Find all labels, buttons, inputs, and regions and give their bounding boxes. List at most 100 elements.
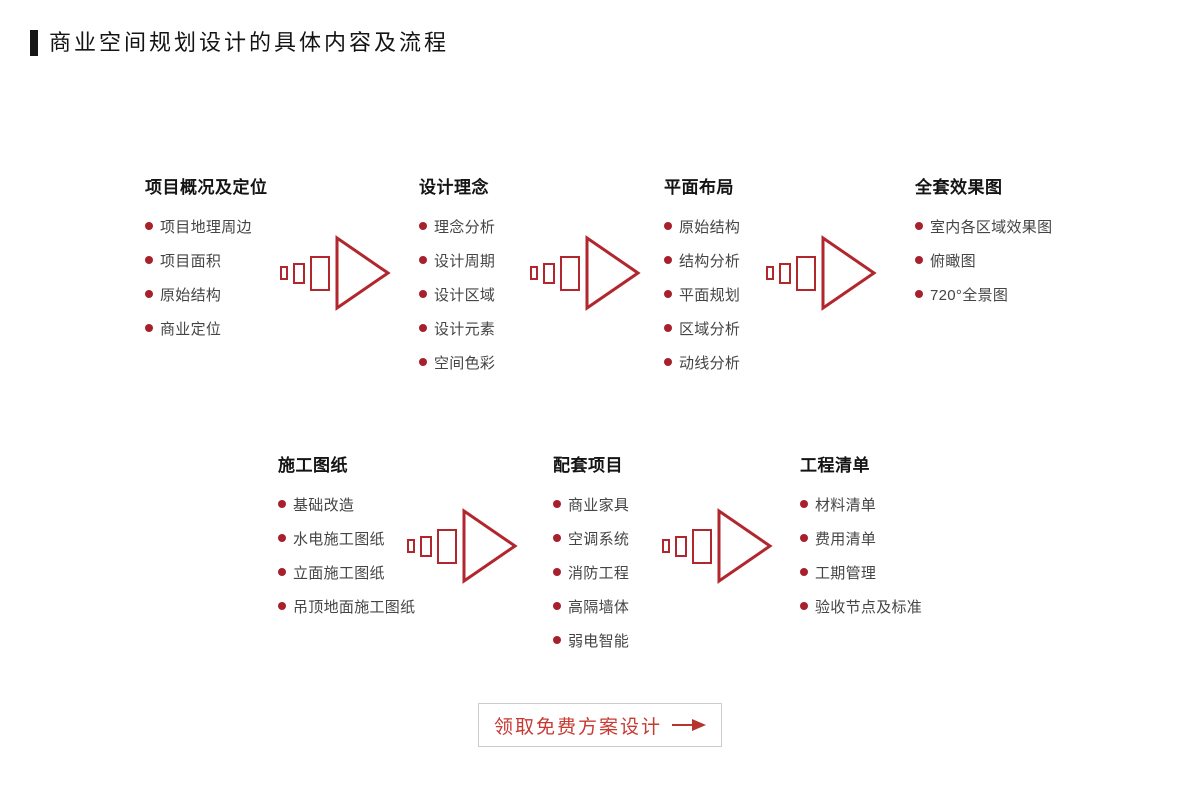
bullet-dot-icon <box>915 290 923 298</box>
stage-item: 工期管理 <box>800 562 922 582</box>
stage-item-label: 设计区域 <box>434 286 496 304</box>
stage-item: 空间色彩 <box>419 352 495 372</box>
stage-item-label: 室内各区域效果图 <box>930 218 1053 236</box>
cta-label: 领取免费方案设计 <box>493 716 662 738</box>
stage-title: 平面布局 <box>664 178 734 197</box>
bullet-dot-icon <box>145 256 153 264</box>
arrow-rect-small <box>766 266 774 280</box>
bullet-dot-icon <box>664 324 672 332</box>
stage-item: 立面施工图纸 <box>278 562 415 582</box>
arrow-rect-large <box>692 528 712 564</box>
stage-renderings: 全套效果图 室内各区域效果图 俯瞰图 720°全景图 <box>915 178 1052 318</box>
stage-item: 俯瞰图 <box>915 250 1052 270</box>
stage-item: 设计元素 <box>419 318 495 338</box>
stage-item-label: 项目地理周边 <box>160 218 252 236</box>
flow-arrow-icon <box>280 235 391 311</box>
arrow-rect-medium <box>293 262 305 284</box>
bullet-dot-icon <box>800 602 808 610</box>
stage-title: 工程清单 <box>800 456 870 475</box>
bullet-dot-icon <box>278 500 286 508</box>
bullet-dot-icon <box>800 568 808 576</box>
stage-item-label: 设计周期 <box>434 252 496 270</box>
bullet-dot-icon <box>419 358 427 366</box>
stage-project-overview: 项目概况及定位 项目地理周边 项目面积 原始结构 商业定位 <box>145 178 268 352</box>
bullet-dot-icon <box>800 500 808 508</box>
arrow-rect-large <box>310 255 330 291</box>
bullet-dot-icon <box>278 602 286 610</box>
bullet-dot-icon <box>553 534 561 542</box>
bullet-dot-icon <box>419 324 427 332</box>
stage-item: 消防工程 <box>553 562 629 582</box>
stage-item: 费用清单 <box>800 528 922 548</box>
stage-item-label: 动线分析 <box>679 354 741 372</box>
stage-supporting-projects: 配套项目 商业家具 空调系统 消防工程 高隔墙体 弱电智能 <box>553 456 629 664</box>
stage-item: 原始结构 <box>145 284 268 304</box>
flow-arrow-icon <box>662 508 773 584</box>
get-free-plan-button[interactable]: 领取免费方案设计 <box>478 703 722 747</box>
stage-item-label: 项目面积 <box>160 252 222 270</box>
stage-item: 室内各区域效果图 <box>915 216 1052 236</box>
stage-title: 设计理念 <box>419 178 489 197</box>
bullet-dot-icon <box>145 290 153 298</box>
stage-item-label: 基础改造 <box>293 496 355 514</box>
flow-arrow-icon <box>530 235 641 311</box>
stage-item-label: 设计元素 <box>434 320 496 338</box>
stage-item-label: 吊顶地面施工图纸 <box>293 598 416 616</box>
stage-item-list: 原始结构 结构分析 平面规划 区域分析 动线分析 <box>664 216 740 372</box>
stage-item: 空调系统 <box>553 528 629 548</box>
stage-title: 配套项目 <box>553 456 623 475</box>
stage-item-list: 项目地理周边 项目面积 原始结构 商业定位 <box>145 216 268 338</box>
page-header: 商业空间规划设计的具体内容及流程 <box>30 30 449 56</box>
stage-item-label: 原始结构 <box>679 218 741 236</box>
stage-item-label: 消防工程 <box>568 564 630 582</box>
flow-arrow-icon <box>407 508 518 584</box>
stage-item: 水电施工图纸 <box>278 528 415 548</box>
arrow-rect-small <box>407 539 415 553</box>
stage-item-label: 立面施工图纸 <box>293 564 385 582</box>
stage-item: 720°全景图 <box>915 284 1052 304</box>
stage-item: 吊顶地面施工图纸 <box>278 596 415 616</box>
bullet-dot-icon <box>278 568 286 576</box>
arrow-triangle-icon <box>462 508 518 584</box>
bullet-dot-icon <box>553 636 561 644</box>
stage-item-label: 空调系统 <box>568 530 630 548</box>
stage-item-label: 理念分析 <box>434 218 496 236</box>
stage-design-concept: 设计理念 理念分析 设计周期 设计区域 设计元素 空间色彩 <box>419 178 495 386</box>
arrow-rect-small <box>530 266 538 280</box>
stage-item-label: 空间色彩 <box>434 354 496 372</box>
bullet-dot-icon <box>664 290 672 298</box>
bullet-dot-icon <box>915 222 923 230</box>
stage-item-list: 室内各区域效果图 俯瞰图 720°全景图 <box>915 216 1052 304</box>
stage-item: 材料清单 <box>800 494 922 514</box>
stage-item-label: 工期管理 <box>815 564 877 582</box>
arrow-triangle-icon <box>335 235 391 311</box>
stage-item: 商业定位 <box>145 318 268 338</box>
stage-item-label: 商业家具 <box>568 496 630 514</box>
stage-item: 弱电智能 <box>553 630 629 650</box>
stage-item-label: 费用清单 <box>815 530 877 548</box>
stage-item: 设计区域 <box>419 284 495 304</box>
bullet-dot-icon <box>419 222 427 230</box>
arrow-rect-medium <box>420 535 432 557</box>
stage-item: 验收节点及标准 <box>800 596 922 616</box>
arrow-rect-medium <box>543 262 555 284</box>
bullet-dot-icon <box>145 222 153 230</box>
bullet-dot-icon <box>664 222 672 230</box>
stage-engineering-list: 工程清单 材料清单 费用清单 工期管理 验收节点及标准 <box>800 456 922 630</box>
flow-arrow-icon <box>766 235 877 311</box>
stage-item-label: 俯瞰图 <box>930 252 976 270</box>
stage-item-label: 水电施工图纸 <box>293 530 385 548</box>
stage-item-list: 商业家具 空调系统 消防工程 高隔墙体 弱电智能 <box>553 494 629 650</box>
stage-item-label: 结构分析 <box>679 252 741 270</box>
bullet-dot-icon <box>419 290 427 298</box>
stage-item-label: 弱电智能 <box>568 632 630 650</box>
stage-title: 施工图纸 <box>278 456 348 475</box>
bullet-dot-icon <box>553 568 561 576</box>
stage-item-label: 高隔墙体 <box>568 598 630 616</box>
arrow-triangle-icon <box>585 235 641 311</box>
arrow-rect-small <box>280 266 288 280</box>
bullet-dot-icon <box>915 256 923 264</box>
bullet-dot-icon <box>419 256 427 264</box>
stage-item-list: 基础改造 水电施工图纸 立面施工图纸 吊顶地面施工图纸 <box>278 494 415 616</box>
stage-floor-plan: 平面布局 原始结构 结构分析 平面规划 区域分析 动线分析 <box>664 178 740 386</box>
